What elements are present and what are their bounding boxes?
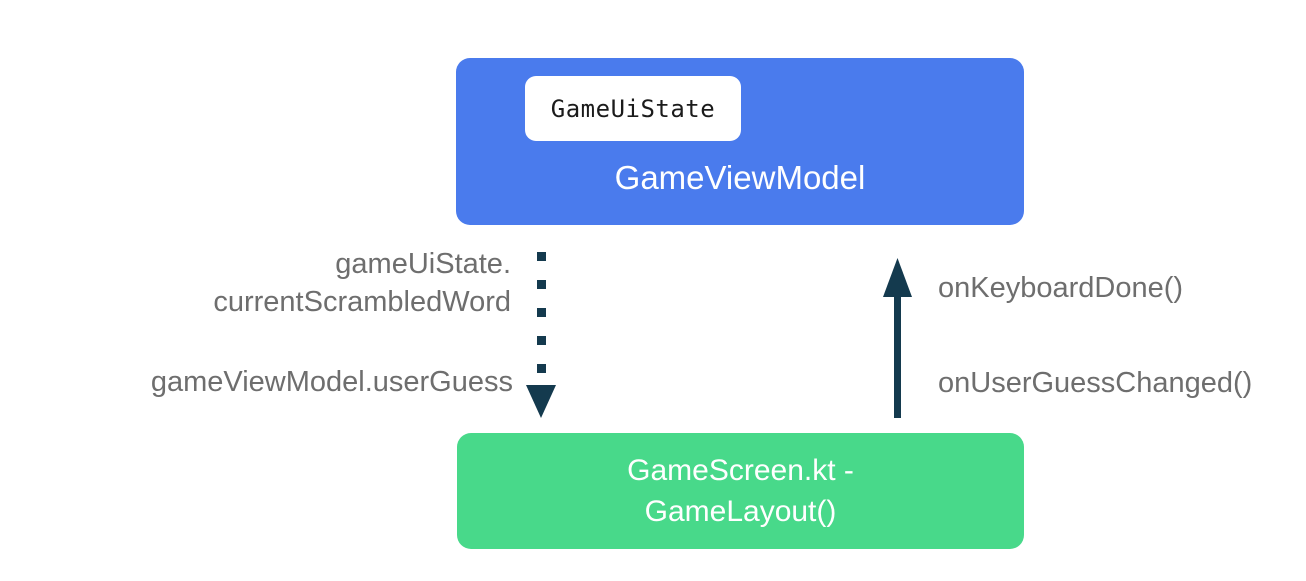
dotted-down-arrow-icon	[526, 252, 556, 418]
state-flow-label-user-guess: gameViewModel.userGuess	[150, 366, 513, 398]
game-screen-title: GameScreen.kt - GameLayout()	[627, 454, 854, 528]
event-flow-label-on-keyboard-done: onKeyboardDone()	[938, 272, 1184, 304]
game-ui-state-label: GameUiState	[550, 94, 716, 123]
node-game-ui-state-chip[interactable]: GameUiState	[525, 76, 741, 141]
solid-up-arrow-icon	[883, 258, 912, 418]
state-flow-label-current-scrambled-word: gameUiState. currentScrambledWord	[213, 248, 511, 318]
game-view-model-title: GameViewModel	[614, 159, 866, 196]
event-flow-label-on-user-guess-changed: onUserGuessChanged()	[938, 367, 1253, 399]
node-game-view-model[interactable]: GameUiState GameViewModel	[456, 58, 1024, 225]
node-game-screen[interactable]: GameScreen.kt - GameLayout()	[457, 433, 1024, 549]
